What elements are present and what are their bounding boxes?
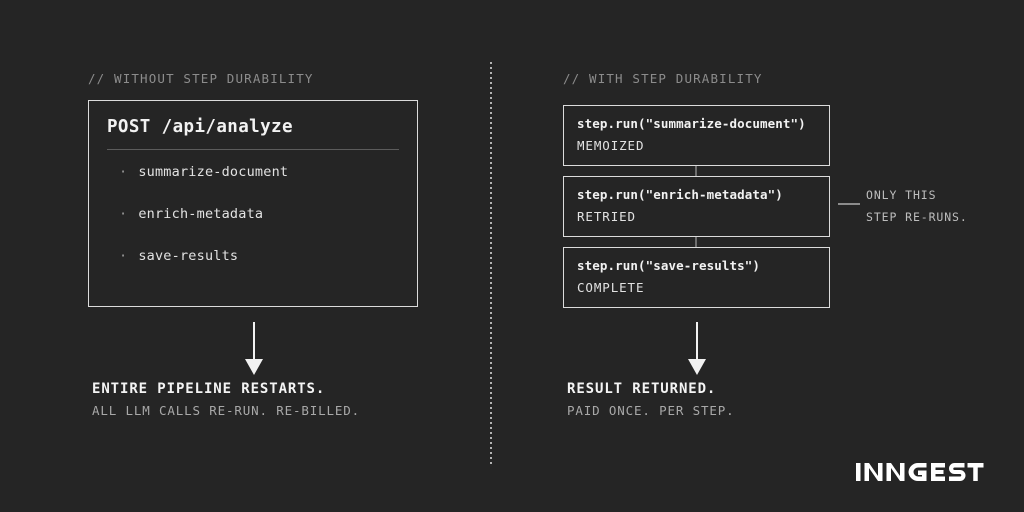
list-item-label: enrich-metadata [138, 206, 264, 222]
list-item: · summarize-document [119, 164, 288, 180]
step-connector [695, 237, 697, 248]
endpoint-title: POST /api/analyze [107, 117, 293, 137]
list-item: · enrich-metadata [119, 206, 263, 222]
arrow-stem [253, 322, 255, 360]
outcome-primary-left: ENTIRE PIPELINE RESTARTS. [92, 381, 326, 397]
monolithic-request-box: POST /api/analyze · summarize-document ·… [88, 100, 418, 307]
arrow-stem [696, 322, 698, 360]
status-badge: RETRIED [577, 209, 636, 224]
step-call-text: step.run("save-results") [577, 258, 761, 273]
inngest-logo [856, 459, 996, 485]
outcome-primary-right: RESULT RETURNED. [567, 381, 717, 397]
vertical-dotted-divider [490, 62, 492, 464]
arrow-head [245, 359, 263, 375]
step-box-enrich-metadata: step.run("enrich-metadata") RETRIED [563, 176, 830, 237]
section-label-without-durability: // WITHOUT STEP DURABILITY [88, 71, 314, 86]
list-item-label: save-results [138, 248, 239, 264]
step-box-save-results: step.run("save-results") COMPLETE [563, 247, 830, 308]
step-connector [695, 166, 697, 177]
list-item: · save-results [119, 248, 238, 264]
status-badge: COMPLETE [577, 280, 645, 295]
status-badge: MEMOIZED [577, 138, 645, 153]
title-divider [107, 149, 399, 150]
step-call-text: step.run("summarize-document") [577, 116, 806, 131]
down-arrow-icon [687, 322, 707, 375]
callout-text-line-1: ONLY THIS [866, 188, 937, 202]
bullet-icon: · [119, 164, 128, 180]
callout-text-line-2: STEP RE-RUNS. [866, 210, 968, 224]
callout-leader-line [838, 203, 860, 205]
arrow-head [688, 359, 706, 375]
step-call-text: step.run("enrich-metadata") [577, 187, 783, 202]
down-arrow-icon [244, 322, 264, 375]
outcome-secondary-right: PAID ONCE. PER STEP. [567, 403, 735, 418]
bullet-icon: · [119, 206, 128, 222]
outcome-secondary-left: ALL LLM CALLS RE-RUN. RE-BILLED. [92, 403, 361, 418]
bullet-icon: · [119, 248, 128, 264]
section-label-with-durability: // WITH STEP DURABILITY [563, 71, 763, 86]
step-box-summarize-document: step.run("summarize-document") MEMOIZED [563, 105, 830, 166]
list-item-label: summarize-document [138, 164, 289, 180]
